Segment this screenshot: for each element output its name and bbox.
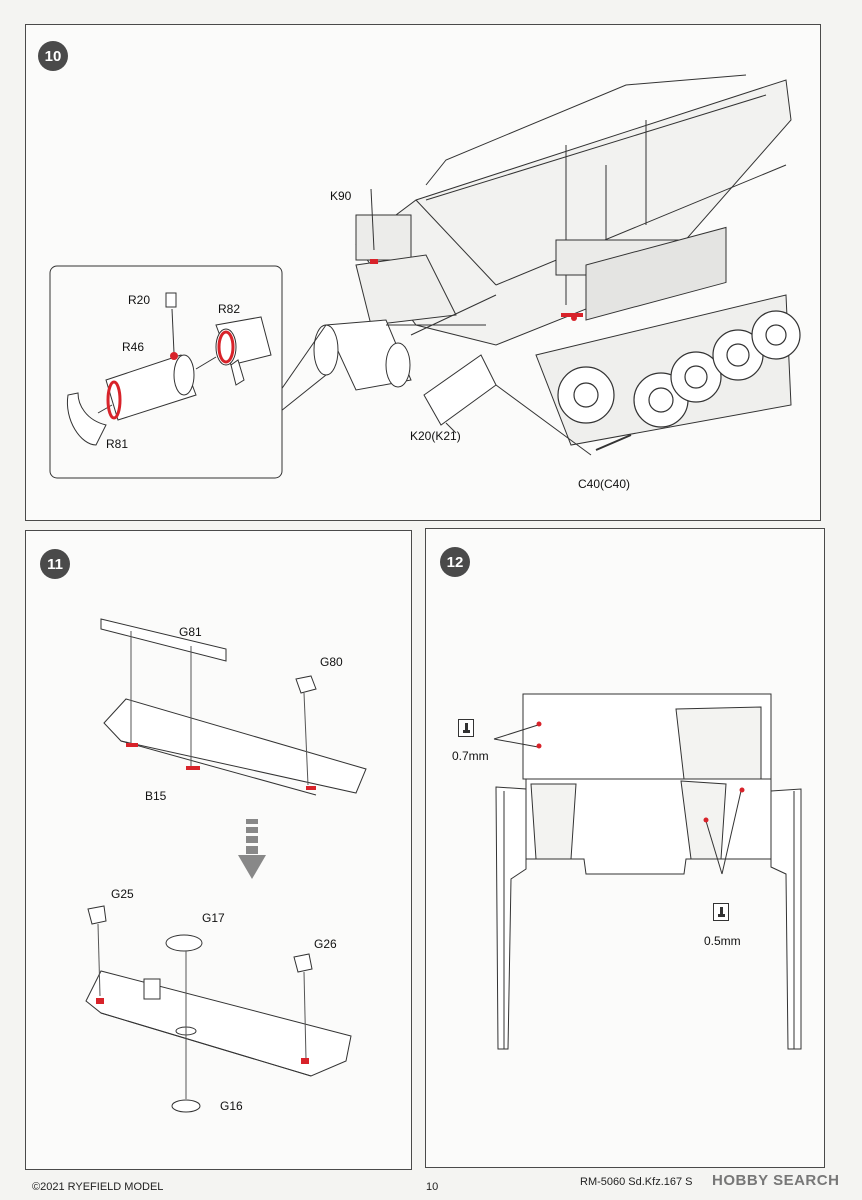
label-g17: G17 <box>202 911 225 925</box>
step-11-badge: 11 <box>40 549 70 579</box>
step-10-badge: 10 <box>38 41 68 71</box>
label-k90: K90 <box>330 189 352 203</box>
step-12-badge: 12 <box>440 547 470 577</box>
label-r46: R46 <box>122 340 145 354</box>
step-11-plate-drawing <box>85 618 367 1113</box>
drill-bit-icon <box>458 719 474 737</box>
label-b15: B15 <box>145 789 167 803</box>
label-r81: R81 <box>106 437 129 451</box>
footer-copyright: ©2021 RYEFIELD MODEL <box>32 1181 164 1193</box>
step-12-panel: 12 0.7mm 0.5 <box>425 528 825 1168</box>
label-g26: G26 <box>314 937 337 951</box>
label-k20: K20(K21) <box>410 429 461 443</box>
step-11-panel: 11 <box>25 530 412 1170</box>
watermark-logo: HOBBY SEARCH <box>712 1172 840 1189</box>
label-c40: C40(C40) <box>578 477 631 491</box>
step-10-panel: 10 <box>25 24 821 521</box>
step-12-hull-drawing <box>493 693 802 1050</box>
step-10-number: 10 <box>44 47 62 65</box>
drill-size-label: 0.5mm <box>704 934 741 948</box>
label-g25: G25 <box>111 887 134 901</box>
drill-bit-icon <box>713 903 729 921</box>
label-g16: G16 <box>220 1099 243 1113</box>
drill-size-label: 0.7mm <box>452 749 489 763</box>
footer-product: RM-5060 Sd.Kfz.167 S <box>580 1176 693 1188</box>
label-g80: G80 <box>320 655 343 669</box>
assembly-arrow-icon <box>238 819 266 879</box>
label-g81: G81 <box>179 625 202 639</box>
step-11-number: 11 <box>47 555 63 573</box>
label-r82: R82 <box>218 302 241 316</box>
step-10-hull-drawing <box>49 74 801 479</box>
footer-page-number: 10 <box>426 1181 439 1193</box>
label-r20: R20 <box>128 293 151 307</box>
step-12-number: 12 <box>446 553 464 571</box>
